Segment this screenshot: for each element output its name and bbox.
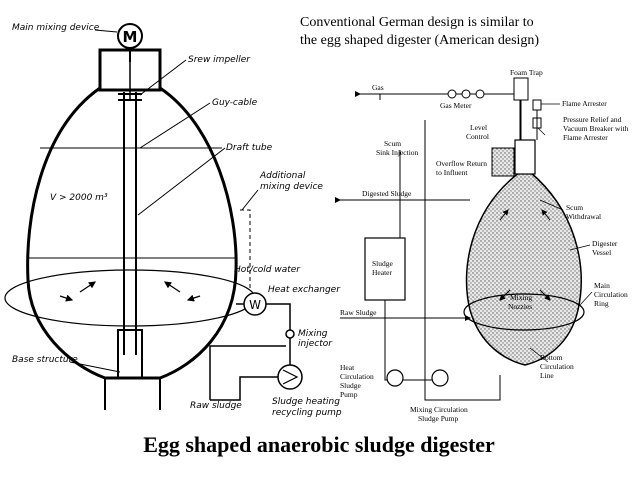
label-mixing-nozzles-1: Mixing xyxy=(510,293,532,302)
recycling-pump-icon xyxy=(277,364,303,390)
label-heat-exchanger: Heat exchanger xyxy=(268,285,341,295)
main-circulation-ring xyxy=(463,293,585,331)
label-gas: Gas xyxy=(372,83,384,92)
label-raw-sludge-right: Raw Sludge xyxy=(340,308,377,317)
label-overflow-1: Overflow Return xyxy=(436,159,487,168)
label-main-circ-1: Main xyxy=(594,281,610,290)
label-heat-circ-2: Circulation xyxy=(340,372,374,381)
label-mixing-nozzles-2: Nozzles xyxy=(508,302,532,311)
label-mixing-injector-1: Mixing xyxy=(298,329,328,339)
label-prv-2: Vacuum Breaker with xyxy=(563,124,629,133)
german-digester-diagram: M W xyxy=(4,23,342,418)
label-bottom-circ-3: Line xyxy=(540,371,554,380)
label-mixing-injector-2: injector xyxy=(298,339,333,349)
label-level-1: Level xyxy=(470,123,487,132)
label-pump-2: recycling pump xyxy=(272,408,342,418)
foam-trap xyxy=(513,77,529,101)
label-digester-vessel-2: Vessel xyxy=(592,248,611,257)
label-digester-vessel-1: Digester xyxy=(592,239,618,248)
label-level-2: Control xyxy=(466,132,489,141)
label-heat-circ-3: Sludge xyxy=(340,381,362,390)
egg-vessel-outline xyxy=(26,86,238,380)
mixing-circulation-pump-icon xyxy=(431,369,449,387)
label-overflow-2: to Influent xyxy=(436,168,468,177)
sludge-heater xyxy=(364,237,406,301)
heat-circulation-pump-icon xyxy=(386,369,404,387)
label-draft-tube: Draft tube xyxy=(226,143,273,153)
label-flame-arrester: Flame Arrester xyxy=(562,99,607,108)
label-gas-meter: Gas Meter xyxy=(440,101,472,110)
label-base-structure: Base structure xyxy=(12,355,78,365)
label-scum-withdrawal-1: Scum xyxy=(566,203,583,212)
label-raw-sludge-left: Raw sludge xyxy=(190,401,242,411)
level-control-box xyxy=(491,147,515,177)
label-main-mixing-device: Main mixing device xyxy=(12,23,100,33)
label-prv-3: Flame Arrester xyxy=(563,133,608,142)
label-screw-impeller: Srew impeller xyxy=(188,55,251,65)
label-heat-circ-4: Pump xyxy=(340,390,358,399)
label-sludge-heater-1: Sludge xyxy=(372,259,394,268)
flame-arrester xyxy=(532,99,542,111)
label-mixing-circ-1: Mixing Circulation xyxy=(410,405,468,414)
label-scum-withdrawal-2: Withdrawal xyxy=(566,212,601,221)
label-guy-cable: Guy-cable xyxy=(212,98,258,108)
flow-arrows xyxy=(59,281,201,302)
caption-line-2: the egg shaped digester (American design… xyxy=(300,33,540,48)
mixing-injector-icon xyxy=(285,329,295,339)
label-scum-sink-2: Sink Injection xyxy=(376,148,419,157)
label-bottom-circ-2: Circulation xyxy=(540,362,574,371)
gas-meter-valves xyxy=(447,89,485,99)
heat-exchanger-symbol: W xyxy=(249,298,261,312)
label-sludge-heater-2: Heater xyxy=(372,268,392,277)
caption-line-1: Conventional German design is similar to xyxy=(300,15,534,30)
label-mixing-circ-2: Sludge Pump xyxy=(418,414,458,423)
american-digester-diagram: Gas Foam Trap Gas Meter Flame Arrester P… xyxy=(335,68,629,423)
additional-mixing-dashed xyxy=(240,209,251,290)
label-digested-sludge: Digested Sludge xyxy=(362,189,412,198)
page-title: Egg shaped anaerobic sludge digester xyxy=(143,432,495,457)
circulation-ring xyxy=(4,269,256,327)
label-additional-mixing-2: mixing device xyxy=(260,182,323,192)
screw-impeller-icon xyxy=(118,93,142,101)
label-main-circ-3: Ring xyxy=(594,299,609,308)
label-scum-sink-1: Scum xyxy=(384,139,401,148)
label-volume: V > 2000 m³ xyxy=(50,193,108,203)
label-main-circ-2: Circulation xyxy=(594,290,628,299)
motor-symbol: M xyxy=(123,28,138,46)
digester-vessel xyxy=(465,171,582,366)
label-bottom-circ-1: Bottom xyxy=(540,353,563,362)
label-foam-trap: Foam Trap xyxy=(510,68,543,77)
label-heat-circ-1: Heat xyxy=(340,363,355,372)
caption: Conventional German design is similar to… xyxy=(300,14,630,50)
label-pump-1: Sludge heating xyxy=(272,397,340,407)
label-hot-cold-water: Hot/cold water xyxy=(234,265,301,275)
label-additional-mixing-1: Additional xyxy=(259,171,306,181)
label-prv-1: Pressure Relief and xyxy=(563,115,622,124)
